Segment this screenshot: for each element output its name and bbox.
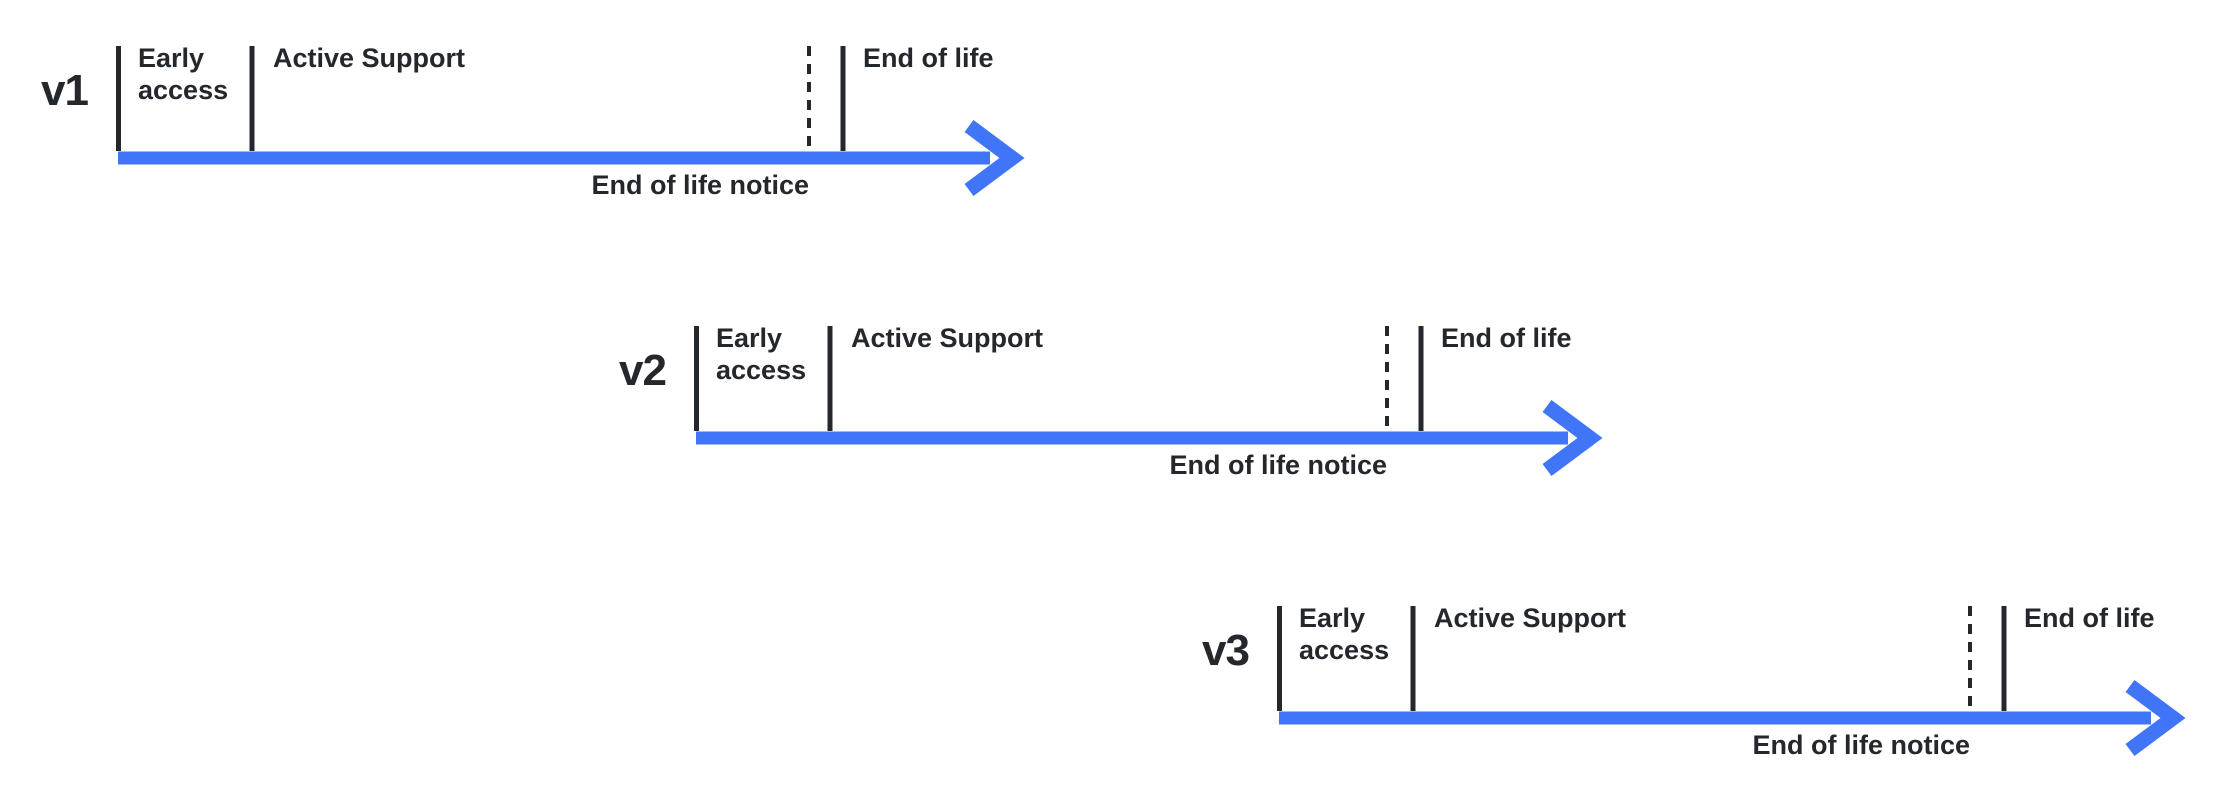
end-of-life-notice-label: End of life notice — [591, 170, 809, 200]
version-label: v2 — [619, 346, 667, 395]
timeline-v1: v1 Early access Active Support End of li… — [41, 43, 1116, 216]
timeline-arrow-graphic — [1277, 606, 2186, 757]
active-support-label: Active Support — [851, 323, 1044, 353]
early-access-label: Early access — [716, 323, 807, 385]
arrowhead-icon — [964, 119, 1025, 197]
end-of-life-label: End of life — [2024, 603, 2155, 633]
early-access-label: Early access — [1299, 603, 1390, 665]
timeline-arrow-graphic — [116, 46, 1025, 197]
arrowhead-icon — [2125, 679, 2186, 757]
early-access-label: Early access — [138, 43, 229, 105]
timeline-v2: v2 Early access Active Support End of li… — [619, 323, 1694, 496]
version-label: v1 — [41, 66, 89, 115]
end-of-life-label: End of life — [1441, 323, 1572, 353]
arrowhead-icon — [1542, 399, 1603, 477]
active-support-label: Active Support — [1434, 603, 1627, 633]
version-label: v3 — [1202, 626, 1250, 675]
timeline-arrow-graphic — [694, 326, 1603, 477]
end-of-life-label: End of life — [863, 43, 994, 73]
timeline-v3: v3 Early access Active Support End of li… — [1202, 603, 2228, 776]
active-support-label: Active Support — [273, 43, 466, 73]
end-of-life-notice-label: End of life notice — [1169, 450, 1387, 480]
end-of-life-notice-label: End of life notice — [1752, 730, 1970, 760]
